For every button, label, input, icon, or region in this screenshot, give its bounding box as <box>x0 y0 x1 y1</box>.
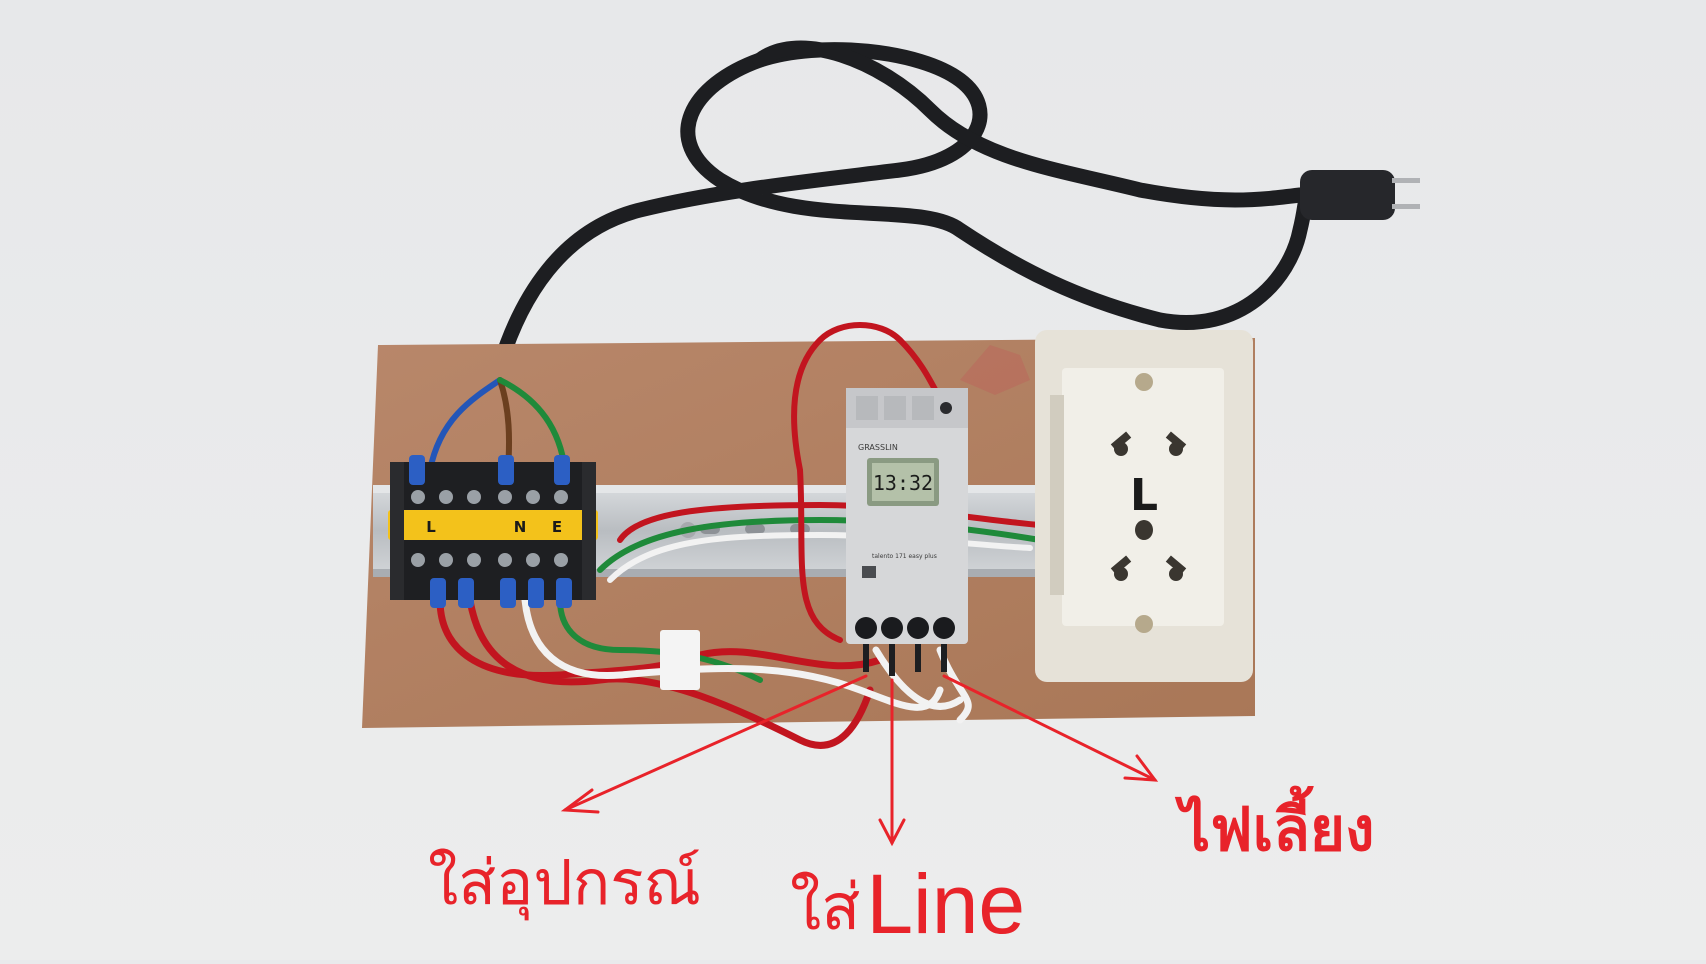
timer-display: 13:32 <box>873 471 933 495</box>
annotation-line-input-word: Line <box>866 857 1026 951</box>
timer-model: talento 171 easy plus <box>872 553 937 560</box>
annotation-device-output: ใส่อุปกรณ์ <box>428 846 702 919</box>
socket-mark: L <box>1130 470 1158 521</box>
terminal-label-n: N <box>514 518 527 536</box>
annotation-line-input-prefix: ใส่ <box>790 871 861 945</box>
terminal-block: L N E <box>388 455 598 608</box>
terminal-label-l: L <box>426 518 436 536</box>
power-cable <box>492 40 1338 373</box>
cable-tie-mount <box>660 630 700 690</box>
power-plug <box>1300 170 1420 220</box>
terminal-label-strip <box>388 510 598 540</box>
arrow-device-output <box>563 674 868 812</box>
digital-timer: GRASSLIN 13:32 talento 171 easy plus <box>846 388 968 676</box>
annotation-arrows <box>560 674 1159 847</box>
terminal-label-e: E <box>552 518 562 536</box>
timer-brand: GRASSLIN <box>858 443 898 452</box>
annotation-power-supply: ไฟเลี้ยง <box>1180 795 1375 865</box>
arrow-power-supply <box>942 674 1157 782</box>
power-socket: L <box>1035 330 1253 682</box>
annotation-line-input: ใส่Line <box>790 862 1025 946</box>
wire-bundle <box>427 322 1043 749</box>
